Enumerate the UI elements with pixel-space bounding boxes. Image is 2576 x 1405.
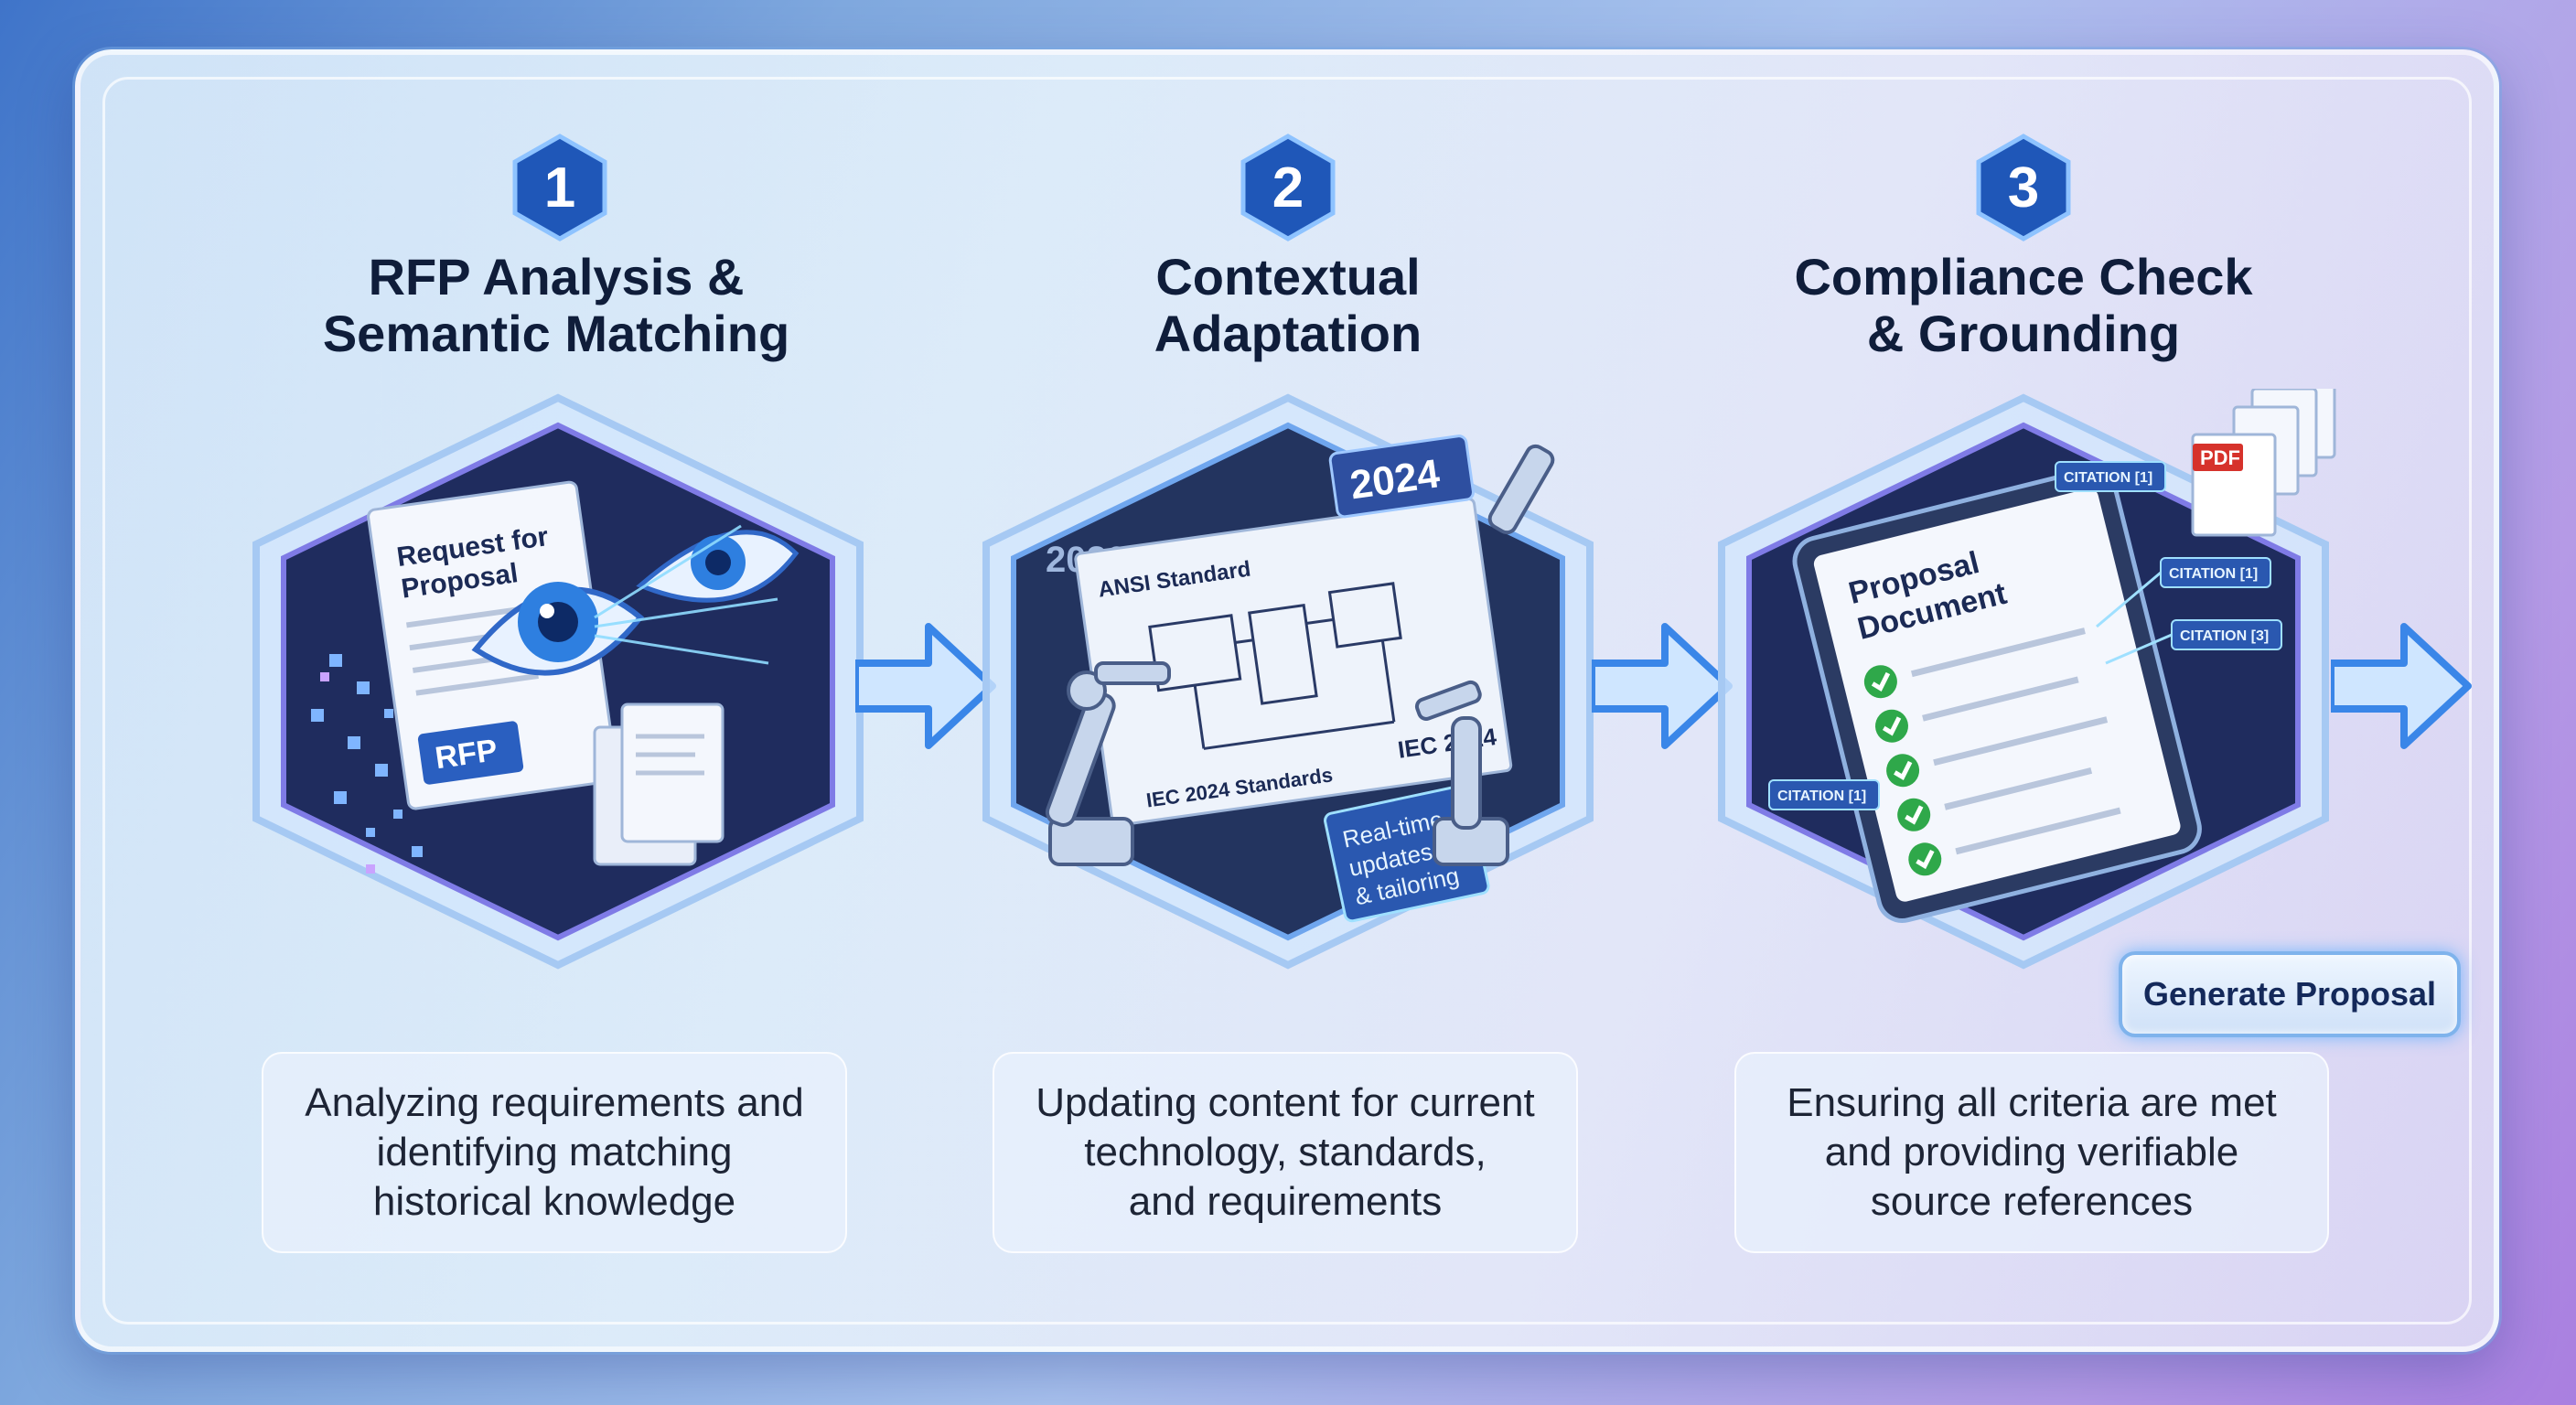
pdf-label: PDF: [2200, 446, 2240, 469]
step-1-title-line1: RFP Analysis &: [368, 248, 745, 306]
step-3-badge: 3: [1973, 133, 2074, 242]
step-1-desc-line2: identifying matching: [376, 1130, 733, 1174]
step-3-description: Ensuring all criteria are met and provid…: [1734, 1052, 2329, 1253]
step-2-desc-line3: and requirements: [1128, 1179, 1443, 1224]
step-2-title: Contextual Adaptation: [968, 249, 1608, 362]
step-3-title-line2: & Grounding: [1866, 305, 2181, 362]
step-1-title: RFP Analysis & Semantic Matching: [236, 249, 876, 362]
step-1-desc-line3: historical knowledge: [372, 1179, 736, 1224]
eye-icon: [471, 530, 800, 676]
step-3-desc-line1: Ensuring all criteria are met: [1787, 1080, 2277, 1125]
generate-proposal-button[interactable]: Generate Proposal: [2119, 951, 2461, 1037]
rfp-badge: RFP: [433, 733, 499, 776]
step-2-badge: 2: [1238, 133, 1338, 242]
citation-3: CITATION [3]: [2180, 628, 2269, 644]
step-1-illustration: Request for Proposal RFP: [252, 393, 864, 970]
robot-arm-icon: [1045, 444, 1555, 866]
step-3-title: Compliance Check & Grounding: [1703, 249, 2344, 362]
step-1-desc-line1: Analyzing requirements and: [305, 1080, 804, 1125]
step-3-desc-line3: source references: [1870, 1179, 2194, 1224]
step-2-title-line2: Adaptation: [1154, 305, 1422, 362]
step-1-badge: 1: [510, 133, 610, 242]
step-1-description: Analyzing requirements and identifying m…: [262, 1052, 847, 1253]
step-2-description: Updating content for current technology,…: [993, 1052, 1578, 1253]
tablet-icon: Proposal Document: [1792, 467, 2202, 923]
step-3-illustration: PDF Proposal Document CITATION [1] CITAT…: [1718, 389, 2336, 970]
arrow-right-icon: [1592, 623, 1733, 749]
step-3-desc-line2: and providing verifiable: [1824, 1130, 2239, 1174]
step-2-desc-line2: technology, standards,: [1084, 1130, 1487, 1174]
step-2-number: 2: [1272, 156, 1304, 220]
panel-inner-border: [102, 77, 2472, 1325]
arrow-right-icon: [2331, 623, 2472, 749]
step-2-title-line1: Contextual: [1155, 248, 1421, 306]
citation-4: CITATION [1]: [1777, 788, 1866, 804]
step-1-title-line2: Semantic Matching: [322, 305, 790, 362]
step-2-desc-line1: Updating content for current: [1036, 1080, 1535, 1125]
step-2-illustration: 2020 ANSI Standard IEC 2024 Standards IE…: [982, 393, 1594, 970]
step-1-number: 1: [543, 156, 576, 220]
step-3-title-line1: Compliance Check: [1794, 248, 2253, 306]
arrow-right-icon: [855, 623, 996, 749]
citation-1: CITATION [1]: [2064, 470, 2152, 486]
step-3-number: 3: [2007, 156, 2040, 220]
citation-2: CITATION [1]: [2169, 566, 2258, 582]
